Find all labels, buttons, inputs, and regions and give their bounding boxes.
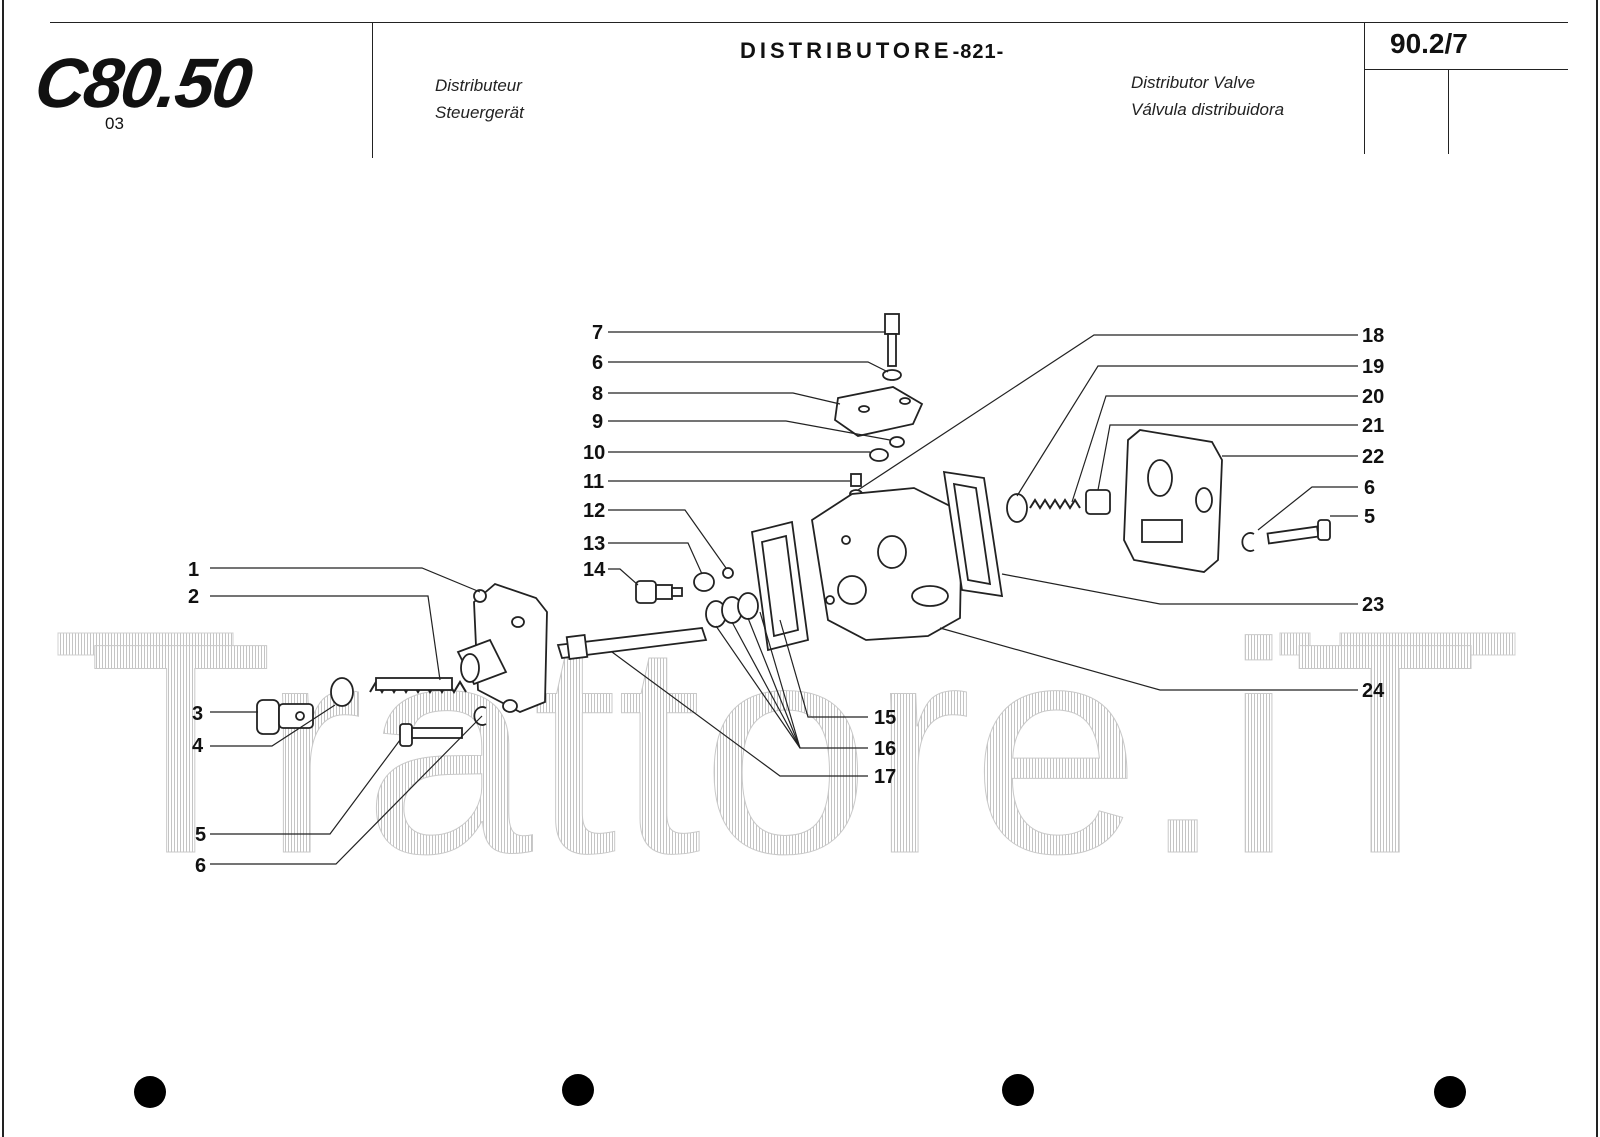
part-washer-top [882,369,902,381]
part-ring-9 [889,436,905,448]
header-divider-right [1364,22,1365,154]
header-top-line [50,22,1568,23]
callout-15: 15 [874,707,896,729]
callout-numbers: 1 2 3 4 5 6 7 6 8 9 10 11 12 13 14 15 16… [188,322,1385,877]
callout-5-right: 5 [1364,506,1375,528]
page-right-edge [1596,0,1598,1137]
callout-13: 13 [583,533,605,555]
callout-4: 4 [192,735,204,757]
part-screw-right [1266,519,1331,545]
punch-hole-2 [562,1074,594,1106]
model-sub-number: 03 [105,114,124,133]
part-washer-4 [330,677,354,707]
label-german: Steuergerät [435,103,524,122]
callout-11: 11 [583,471,604,493]
callout-2: 2 [188,586,199,608]
punch-hole-1 [134,1076,166,1108]
part-flange [834,386,924,437]
label-french: Distributeur [435,76,522,95]
title-main: DISTRIBUTORE [740,38,953,63]
watermark-bar-right [1339,632,1516,656]
part-ball-12 [722,567,734,579]
page-code: 90.2/7 [1390,28,1468,59]
callout-18: 18 [1362,325,1384,347]
callout-6-left: 6 [195,855,206,877]
part-shaft [556,627,708,661]
callout-17: 17 [874,766,896,788]
label-english: Distributor Valve [1131,73,1256,92]
part-o-rings [705,592,759,628]
callout-16: 16 [874,738,896,760]
page-title: DISTRIBUTORE-821- [740,38,1004,64]
part-gasket-left [750,520,810,652]
part-cover-left [456,582,548,713]
header-divider-left [372,22,373,158]
callout-8: 8 [592,383,603,405]
callout-1: 1 [188,559,199,581]
watermark-bar-mid [1279,632,1311,656]
callout-5-left: 5 [195,824,206,846]
label-spanish: Válvula distribuidora [1131,100,1285,119]
callout-10: 10 [583,442,605,464]
part-ring-10 [869,448,889,462]
part-banjo-bolt [256,699,314,735]
callout-7: 7 [592,322,603,344]
title-code: -821- [952,41,1005,63]
callout-20: 20 [1362,386,1384,408]
page-left-edge [2,0,4,1137]
part-spring [369,677,467,694]
callout-6-right: 6 [1364,477,1375,499]
callout-22: 22 [1362,446,1384,468]
watermark-bar-left [57,632,234,656]
callout-3: 3 [192,703,203,725]
callout-21: 21 [1362,415,1384,437]
part-seal-19 [1006,493,1028,523]
part-fitting-14 [635,580,683,604]
part-gasket-right [942,470,1004,598]
callout-14: 14 [583,559,606,581]
callout-9: 9 [592,411,603,433]
part-bolt-top [884,313,900,367]
part-seal-13 [693,572,715,592]
callout-24: 24 [1362,680,1385,702]
callout-19: 19 [1362,356,1384,378]
callout-6-top: 6 [592,352,603,374]
callout-23: 23 [1362,594,1384,616]
callout-12: 12 [583,500,605,522]
punch-hole-4 [1434,1076,1466,1108]
part-valve-stem-20 [1029,489,1111,515]
page-code-underline [1364,69,1568,70]
part-cover-right [1123,429,1223,573]
punch-hole-3 [1002,1074,1034,1106]
part-clip-right [1241,532,1255,552]
leader-lines [210,331,1358,865]
page-code-cell-divider [1448,69,1449,154]
part-valve-body [811,487,963,641]
part-screw-left [399,723,463,747]
